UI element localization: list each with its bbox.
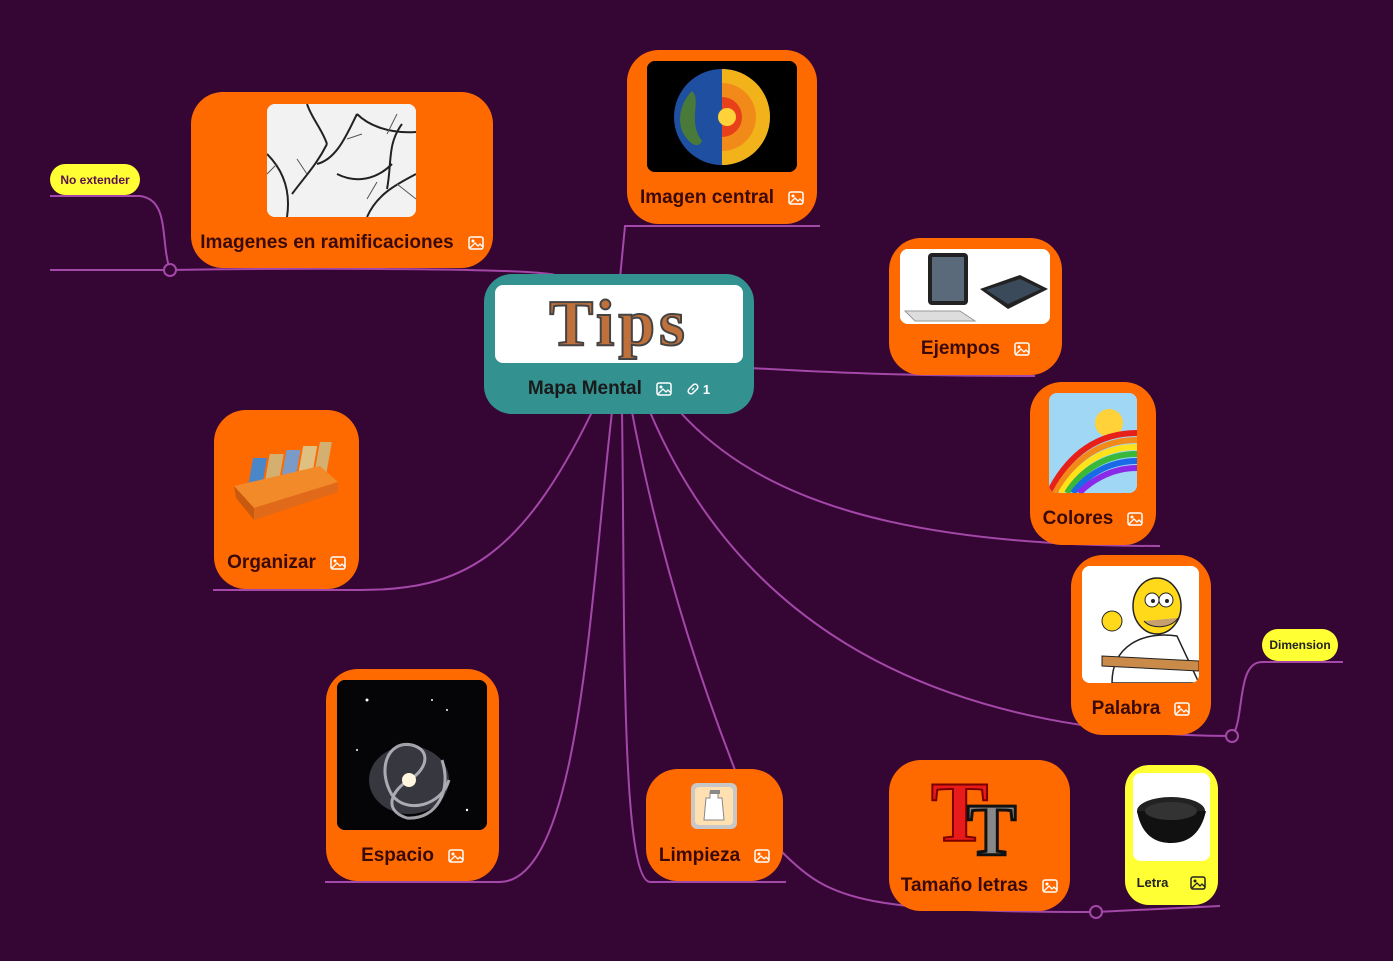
node-label: Letra (1136, 875, 1169, 890)
svg-text:Tips: Tips (549, 287, 689, 360)
node-label: Espacio (361, 845, 434, 866)
central-title: Mapa Mental (527, 378, 642, 399)
node-organizar[interactable]: Organizar (214, 410, 359, 589)
node-label: Imagen central (639, 187, 775, 208)
link-count: 1 (702, 381, 711, 397)
tablet-image (900, 249, 1050, 324)
bowl-image (1133, 773, 1210, 861)
node-espacio[interactable]: Espacio (326, 669, 499, 881)
node-tamano-letras[interactable]: T T Tamaño letras (889, 760, 1070, 911)
node-label: Colores (1042, 508, 1114, 529)
connector-limpieza-up (631, 411, 736, 771)
connector-espacio (325, 411, 613, 883)
node-label: Ejempos (920, 338, 1001, 359)
branches-image (267, 104, 416, 217)
connector-tamano (781, 851, 1221, 914)
rainbow-image (1049, 393, 1137, 493)
connector-limpieza (621, 411, 786, 883)
connector-no-extender (50, 195, 171, 271)
image-icon[interactable] (330, 556, 346, 570)
svg-text:T: T (931, 769, 988, 859)
node-colores[interactable]: Colores (1030, 382, 1156, 545)
earth-core-image (647, 61, 797, 172)
node-label: Imagenes en ramificaciones (200, 232, 454, 253)
cartoon-image (1082, 566, 1199, 683)
connector-ejemplos (749, 367, 1036, 377)
connector-organizar (213, 411, 593, 591)
tt-letters-image: T T (927, 769, 1032, 859)
node-palabra[interactable]: Palabra (1071, 555, 1211, 735)
node-label: Limpieza (658, 845, 741, 866)
node-imagen-central[interactable]: Imagen central (627, 50, 817, 224)
link-icon (687, 383, 699, 395)
svg-text:T: T (967, 790, 1016, 859)
node-ejempos[interactable]: Ejempos (889, 238, 1062, 375)
node-label: Organizar (227, 552, 316, 573)
node-label: Tamaño letras (900, 875, 1029, 896)
collapse-dot-palabra (1225, 729, 1239, 743)
collapse-dot-imagenes (163, 263, 177, 277)
tag-no-extender[interactable]: No extender (50, 164, 140, 195)
connector-imagenes (50, 267, 556, 276)
link-indicator[interactable]: 1 (686, 382, 710, 397)
node-label: Palabra (1091, 698, 1161, 719)
image-icon[interactable] (1190, 875, 1207, 890)
image-icon[interactable] (448, 849, 464, 863)
node-letra[interactable]: Letra (1125, 765, 1218, 905)
galaxy-image (337, 680, 487, 830)
spray-bottle-image (688, 780, 740, 832)
node-imagenes-ramificaciones[interactable]: Imagenes en ramificaciones (191, 92, 493, 268)
image-icon[interactable] (1014, 342, 1030, 356)
image-icon[interactable] (1127, 512, 1144, 526)
central-node[interactable]: Tips Mapa Mental 1 (484, 274, 754, 414)
image-icon[interactable] (1042, 879, 1058, 893)
image-icon[interactable] (656, 382, 672, 396)
tips-image: Tips (495, 285, 743, 363)
collapse-dot-tamano (1089, 905, 1103, 919)
connector-imagen-central (619, 225, 820, 279)
image-icon[interactable] (754, 849, 770, 863)
image-icon[interactable] (788, 191, 804, 205)
connector-dimension (1231, 661, 1343, 737)
image-icon[interactable] (1174, 702, 1191, 716)
image-icon[interactable] (467, 236, 484, 250)
node-limpieza[interactable]: Limpieza (646, 769, 783, 881)
tag-dimension[interactable]: Dimension (1262, 629, 1338, 661)
file-box-image (230, 430, 342, 525)
